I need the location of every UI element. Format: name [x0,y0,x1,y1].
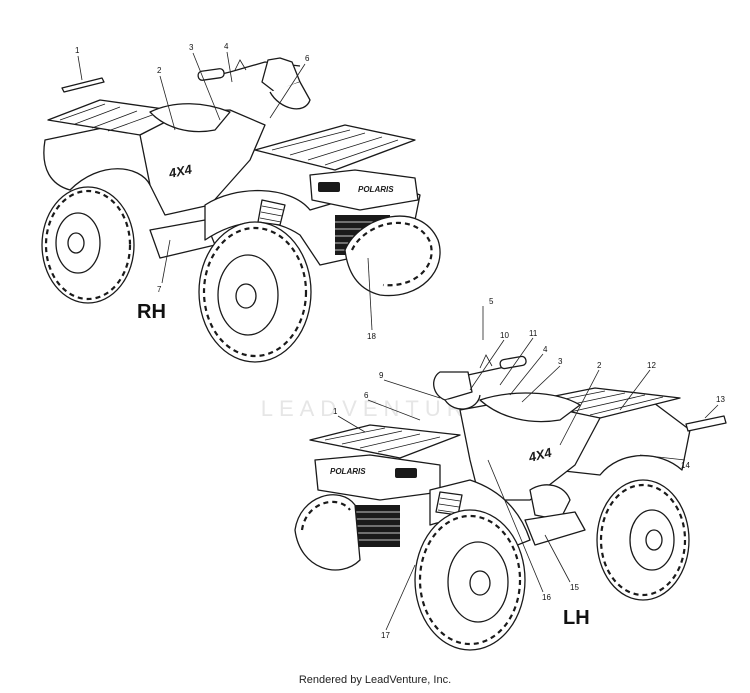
atv-right-side-view: 4X4 POLARIS [41,57,441,363]
lh-callout-2: 2 [597,361,602,370]
rh-callout-1: 1 [75,46,80,55]
lh-callout-17: 17 [381,631,390,640]
lh-callout-13: 13 [716,395,725,404]
lh-front-wheel [414,509,526,651]
lh-polaris-decal: POLARIS [330,467,366,476]
rh-callout-7: 7 [157,285,162,294]
lh-callout-4: 4 [543,345,548,354]
lh-rear-wheel [596,479,690,601]
rh-callout-2: 2 [157,66,162,75]
lh-callout-1: 1 [333,407,338,416]
rh-callout-18: 18 [367,332,376,341]
lh-callout-15: 15 [570,583,579,592]
lh-callouts: 5 10 11 4 3 2 12 9 6 1 13 14 15 16 17 [333,297,725,640]
rh-decal-strip [61,77,105,93]
rh-callout-4: 4 [224,42,229,51]
lh-callout-14: 14 [681,461,690,470]
rh-view-label: RH [137,301,166,323]
rh-polaris-decal: POLARIS [358,185,394,194]
lh-front-rack [309,424,461,459]
rh-handlebar [197,57,311,110]
rh-callouts: 1 2 3 4 6 7 18 [75,42,376,341]
lh-decal-strip [685,415,727,432]
lh-4x4-decal: 4X4 [526,445,554,466]
lh-leader-lines [337,306,719,631]
lh-far-front-wheel [294,494,361,571]
rh-callout-3: 3 [189,43,194,52]
lh-callout-12: 12 [647,361,656,370]
lh-callout-16: 16 [542,593,551,602]
atv-left-side-view: 4X4 POLARIS [294,354,727,651]
lh-callout-5: 5 [489,297,494,306]
footer-credit: Rendered by LeadVenture, Inc. [298,674,452,686]
rh-front-rack [254,124,416,171]
rh-nose [309,169,419,211]
lh-view-label: LH [563,607,590,629]
rh-headlight [318,182,340,192]
rh-callout-6: 6 [305,54,310,63]
rh-4x4-decal: 4X4 [167,161,194,181]
lh-callout-6: 6 [364,391,369,400]
lh-callout-11: 11 [529,329,538,338]
rh-rear-wheel [41,186,135,304]
lh-callout-9: 9 [379,371,384,380]
lh-footwell [524,511,586,546]
rh-front-wheel [198,221,312,363]
lh-callout-10: 10 [500,331,509,340]
lh-nose [314,454,441,501]
lh-headlight [395,468,417,478]
lh-callout-3: 3 [558,357,563,366]
rh-leader-lines [77,51,373,331]
